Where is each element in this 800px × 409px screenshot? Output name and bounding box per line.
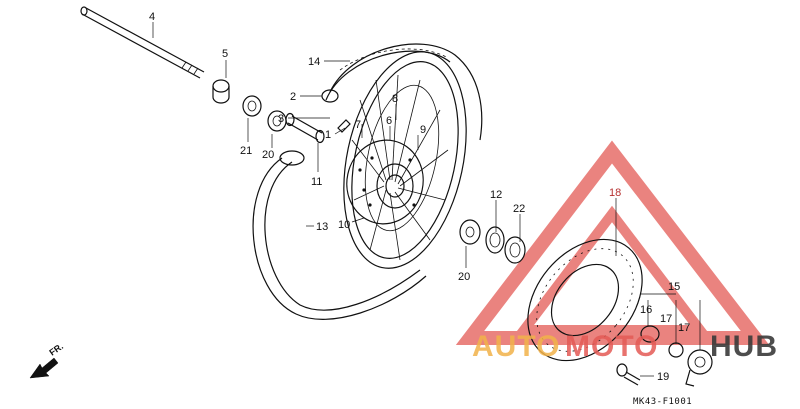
callout-12: 12 bbox=[490, 189, 502, 201]
dust-seal bbox=[504, 236, 526, 264]
leader-lines bbox=[152, 22, 701, 377]
callout-18: 18 bbox=[609, 187, 621, 199]
callout-1: 1 bbox=[325, 129, 331, 141]
bearing-right bbox=[459, 219, 481, 245]
callout-10: 10 bbox=[338, 219, 350, 231]
callout-21: 21 bbox=[240, 145, 252, 157]
callout-13: 13 bbox=[316, 221, 328, 233]
callout-labels: 4 5 14 2 8 3 7 6 1 9 21 20 11 13 10 12 2… bbox=[149, 11, 690, 383]
callout-20-right: 20 bbox=[458, 271, 470, 283]
inner-tube bbox=[252, 150, 427, 320]
front-direction-indicator: FR. bbox=[29, 341, 65, 379]
callout-7: 7 bbox=[355, 119, 361, 131]
watermark-text-auto: AUTO bbox=[472, 330, 560, 363]
callout-16: 16 bbox=[640, 304, 652, 316]
direction-label: FR. bbox=[47, 341, 65, 358]
distance-collar bbox=[285, 112, 325, 144]
callout-19: 19 bbox=[657, 371, 669, 383]
axle bbox=[80, 6, 205, 79]
drawing-code: MK43-F1001 bbox=[633, 397, 692, 407]
callout-6: 6 bbox=[386, 115, 392, 127]
callout-4: 4 bbox=[149, 11, 155, 23]
watermark-text-hub: HUB bbox=[710, 330, 778, 363]
direction-arrow-icon bbox=[29, 357, 59, 379]
callout-22: 22 bbox=[513, 203, 525, 215]
callout-3: 3 bbox=[278, 113, 284, 125]
wheel-rim bbox=[343, 51, 467, 269]
callout-15: 15 bbox=[668, 281, 680, 293]
callout-11: 11 bbox=[311, 176, 322, 188]
callout-5: 5 bbox=[222, 48, 228, 60]
bearing-retainer bbox=[485, 226, 505, 254]
callout-17-right: 17 bbox=[678, 322, 690, 334]
callout-20-left: 20 bbox=[262, 149, 274, 161]
watermark-logo bbox=[455, 140, 770, 345]
watermark-text: AUTO MOTO HUB bbox=[472, 330, 778, 363]
valve bbox=[337, 119, 351, 133]
brake-disc bbox=[527, 238, 643, 362]
callout-14: 14 bbox=[308, 56, 320, 68]
watermark-text-moto: MOTO bbox=[565, 330, 658, 363]
callout-17-left: 17 bbox=[660, 313, 672, 325]
wheel-hub bbox=[346, 139, 424, 225]
callout-9: 9 bbox=[420, 124, 426, 136]
callout-2: 2 bbox=[290, 91, 296, 103]
callout-8: 8 bbox=[392, 93, 398, 105]
collar bbox=[212, 79, 230, 104]
disc-bolt bbox=[616, 363, 641, 386]
